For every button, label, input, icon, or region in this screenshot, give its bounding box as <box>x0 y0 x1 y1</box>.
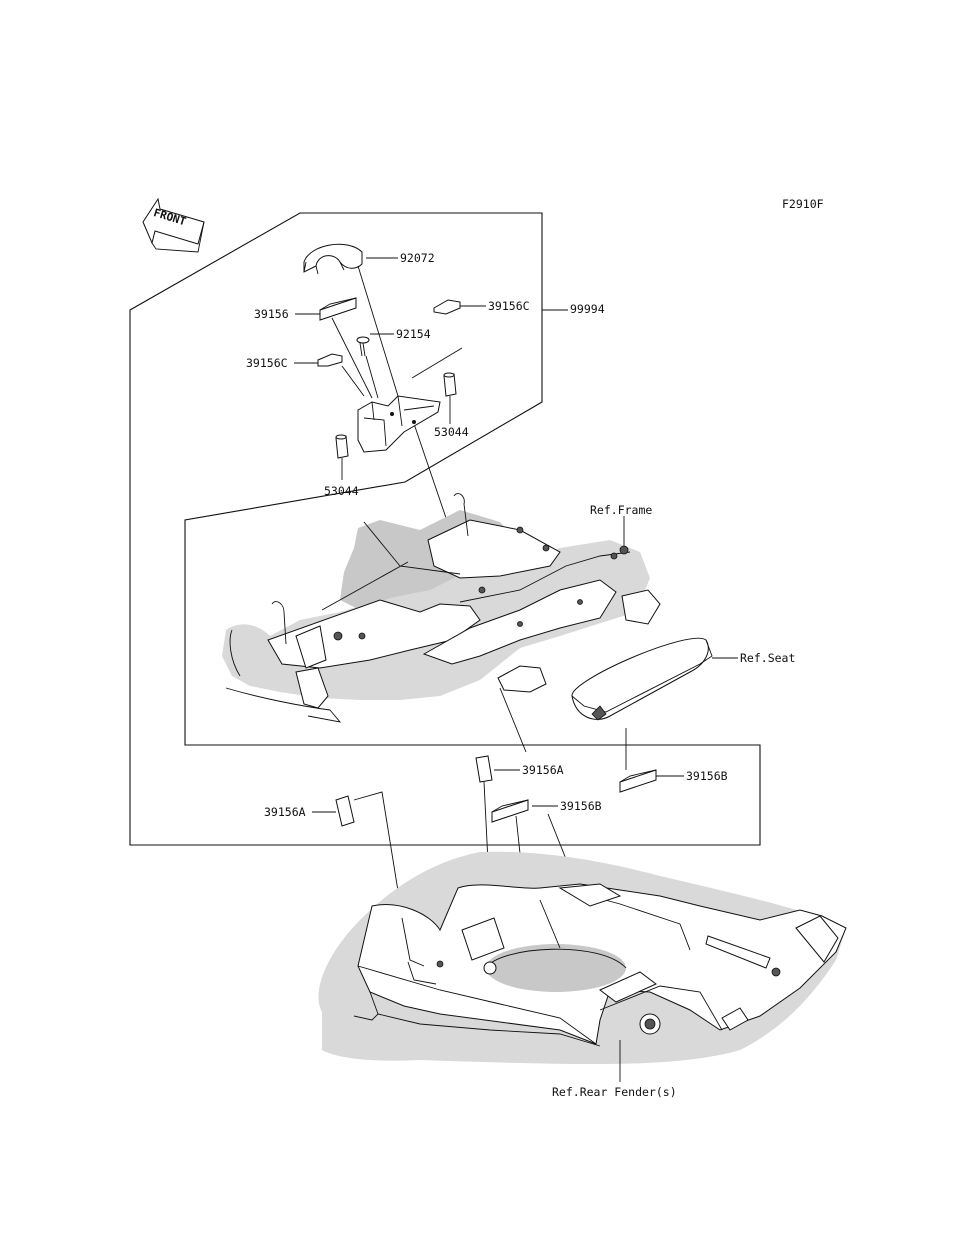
pad-39156c-right <box>433 299 461 315</box>
callout-39156c-left: 39156C <box>246 356 288 370</box>
callout-92072: 92072 <box>400 251 435 265</box>
pad-39156 <box>319 297 357 321</box>
pad-39156b-center <box>491 799 529 823</box>
callout-39156a-center: 39156A <box>522 763 564 777</box>
callout-ref-frame: Ref.Frame <box>590 503 652 517</box>
lock-bracket <box>357 395 441 453</box>
callout-53044-left: 53044 <box>324 484 359 498</box>
pad-39156b-right <box>619 769 657 793</box>
callout-39156c-right: 39156C <box>488 299 530 313</box>
clamp-92072 <box>303 243 363 275</box>
pad-39156a-left <box>335 795 355 827</box>
front-arrow-icon: FRONT <box>142 197 205 253</box>
callout-39156b-right: 39156B <box>686 769 728 783</box>
callout-39156: 39156 <box>254 307 289 321</box>
damper-53044-right <box>443 372 457 397</box>
kit-outline <box>129 212 761 846</box>
pad-39156c-left <box>317 353 343 367</box>
callout-ref-rear-fender: Ref.Rear Fender(s) <box>552 1085 677 1099</box>
seat-frame <box>222 493 713 723</box>
callout-92154: 92154 <box>396 327 431 341</box>
rear-fender <box>318 851 847 1064</box>
callout-99994: 99994 <box>570 302 605 316</box>
pad-39156a-center <box>475 755 493 783</box>
screw-92154 <box>356 336 370 357</box>
damper-53044-left <box>335 434 349 459</box>
callout-ref-seat: Ref.Seat <box>740 651 795 665</box>
callout-53044-right: 53044 <box>434 425 469 439</box>
figure-code: F2910F <box>782 197 824 211</box>
callout-39156a-left: 39156A <box>264 805 306 819</box>
callout-39156b-center: 39156B <box>560 799 602 813</box>
